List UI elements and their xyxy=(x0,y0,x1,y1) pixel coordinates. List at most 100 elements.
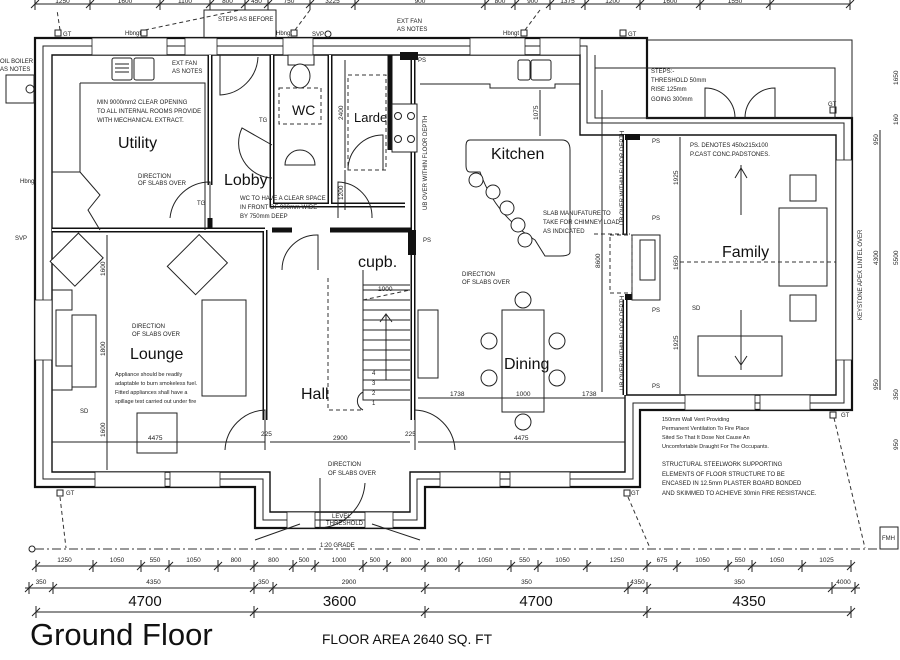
dimension-label: 800 xyxy=(222,0,233,5)
dimension-tick xyxy=(30,0,40,10)
svg-text:GT: GT xyxy=(628,32,637,38)
svg-text:GT: GT xyxy=(631,491,640,497)
room-wc: WC xyxy=(292,102,315,118)
dimension-tick xyxy=(136,560,146,572)
dimension-label: 1000 xyxy=(332,557,347,564)
svg-text:5500: 5500 xyxy=(893,250,900,265)
dimension-label: 4350 xyxy=(630,579,645,586)
dimension-label: 1025 xyxy=(819,557,834,564)
svg-text:2900: 2900 xyxy=(333,435,348,442)
svg-text:950: 950 xyxy=(893,439,900,450)
chimney-breast xyxy=(594,233,661,301)
dimension-label: 1200 xyxy=(605,0,620,5)
dimension-tick xyxy=(510,0,520,10)
kitchen-island xyxy=(465,139,571,257)
svg-text:AS NOTES: AS NOTES xyxy=(397,27,427,33)
svg-text:1600: 1600 xyxy=(100,261,107,276)
dimension-label: 350 xyxy=(36,579,47,586)
room-labels: Utility Lobby WC Larder Kitchen cupb. Lo… xyxy=(118,102,769,403)
svg-text:160: 160 xyxy=(893,114,900,125)
doors xyxy=(169,55,776,529)
dimension-label: 4350 xyxy=(732,593,765,610)
dimension-tick xyxy=(580,0,590,10)
staircase xyxy=(327,270,411,411)
svg-text:THRESHOLD 50mm: THRESHOLD 50mm xyxy=(651,78,706,84)
dimension-tick xyxy=(846,560,856,572)
dimension-tick xyxy=(845,0,855,10)
dimension-tick xyxy=(827,582,837,594)
svg-text:1800: 1800 xyxy=(100,341,107,356)
svg-text:1:20 GRADE: 1:20 GRADE xyxy=(320,543,355,549)
dimension-tick xyxy=(420,606,430,618)
svg-text:P.CAST CONC.PADSTONES.: P.CAST CONC.PADSTONES. xyxy=(690,152,770,158)
dimension-tick xyxy=(249,582,259,594)
svg-text:STRUCTURAL STEELWORK SUPPORTIN: STRUCTURAL STEELWORK SUPPORTING xyxy=(662,462,783,468)
svg-text:GT: GT xyxy=(841,413,850,419)
svg-text:PS: PS xyxy=(418,58,426,64)
dimension-tick xyxy=(205,0,215,10)
svg-text:AND SKIMMED TO ACHIEVE 30min F: AND SKIMMED TO ACHIEVE 30min FIRE RESIST… xyxy=(662,491,817,497)
svg-text:STEPS AS BEFORE: STEPS AS BEFORE xyxy=(218,17,273,23)
dimension-label: 450 xyxy=(251,0,262,5)
svg-text:GT: GT xyxy=(828,102,837,108)
utility-sink xyxy=(111,57,155,81)
dimension-tick xyxy=(268,582,278,594)
svg-text:SVP: SVP xyxy=(312,32,324,38)
dimension-tick xyxy=(310,560,320,572)
dimension-tick xyxy=(545,0,555,10)
dimension-label: 750 xyxy=(284,0,295,5)
dimension-label: 1050 xyxy=(695,557,710,564)
dimension-tick xyxy=(533,560,543,572)
grade-arrows xyxy=(254,523,421,541)
dimension-label: 1550 xyxy=(728,0,743,5)
dimension-tick xyxy=(263,0,273,10)
svg-text:1: 1 xyxy=(372,401,376,407)
dimension-label: 1600 xyxy=(663,0,678,5)
dimension-tick xyxy=(850,582,860,594)
dimension-label: 1250 xyxy=(57,557,72,564)
svg-text:Appliance should be readily: Appliance should be readily xyxy=(115,372,183,378)
dimension-tick xyxy=(846,606,856,618)
dimension-tick xyxy=(155,0,165,10)
svg-text:GT: GT xyxy=(66,491,75,497)
dimension-label: 1050 xyxy=(186,557,201,564)
svg-text:4: 4 xyxy=(372,371,376,377)
dimension-label: 675 xyxy=(657,557,668,564)
dimension-tick xyxy=(695,0,705,10)
svg-text:OIL BOILER: OIL BOILER xyxy=(0,59,34,65)
svg-text:PS: PS xyxy=(652,308,660,314)
dimension-label: 1050 xyxy=(555,557,570,564)
dimension-label: 2900 xyxy=(342,579,357,586)
dimension-tick xyxy=(240,0,250,10)
dimension-tick xyxy=(420,582,430,594)
svg-text:PS: PS xyxy=(652,384,660,390)
svg-text:4300: 4300 xyxy=(873,250,880,265)
svg-text:EXT FAN: EXT FAN xyxy=(397,19,422,25)
svg-text:OF SLABS OVER: OF SLABS OVER xyxy=(132,332,181,338)
room-kitchen: Kitchen xyxy=(491,146,544,163)
floor-area: FLOOR AREA 2640 SQ. FT xyxy=(322,631,492,647)
svg-text:DIRECTION: DIRECTION xyxy=(132,324,165,330)
svg-text:1650: 1650 xyxy=(893,70,900,85)
svg-text:MIN 9000mm2 CLEAR OPENING: MIN 9000mm2 CLEAR OPENING xyxy=(97,100,188,106)
dimension-tick xyxy=(765,0,775,10)
dimension-tick xyxy=(797,560,807,572)
svg-text:1925: 1925 xyxy=(673,335,680,350)
svg-text:Hbngt: Hbngt xyxy=(503,31,519,37)
svg-text:Hbngt: Hbngt xyxy=(276,31,292,37)
dimension-label: 4000 xyxy=(836,579,851,586)
svg-text:GT: GT xyxy=(63,32,72,38)
svg-text:Sited So That It Dose Not Caus: Sited So That It Dose Not Cause An xyxy=(662,435,750,441)
svg-text:Hbngt: Hbngt xyxy=(125,31,141,37)
svg-text:1650: 1650 xyxy=(673,255,680,270)
svg-text:SVP: SVP xyxy=(15,236,27,242)
dimension-label: 1050 xyxy=(478,557,493,564)
room-lounge: Lounge xyxy=(130,346,183,363)
dimension-label: 4700 xyxy=(519,593,552,610)
dimension-label: 550 xyxy=(735,557,746,564)
notes: MIN 9000mm2 CLEAR OPENING TO ALL INTERNA… xyxy=(97,69,817,497)
svg-text:3: 3 xyxy=(372,381,376,387)
dimension-tick xyxy=(642,560,652,572)
